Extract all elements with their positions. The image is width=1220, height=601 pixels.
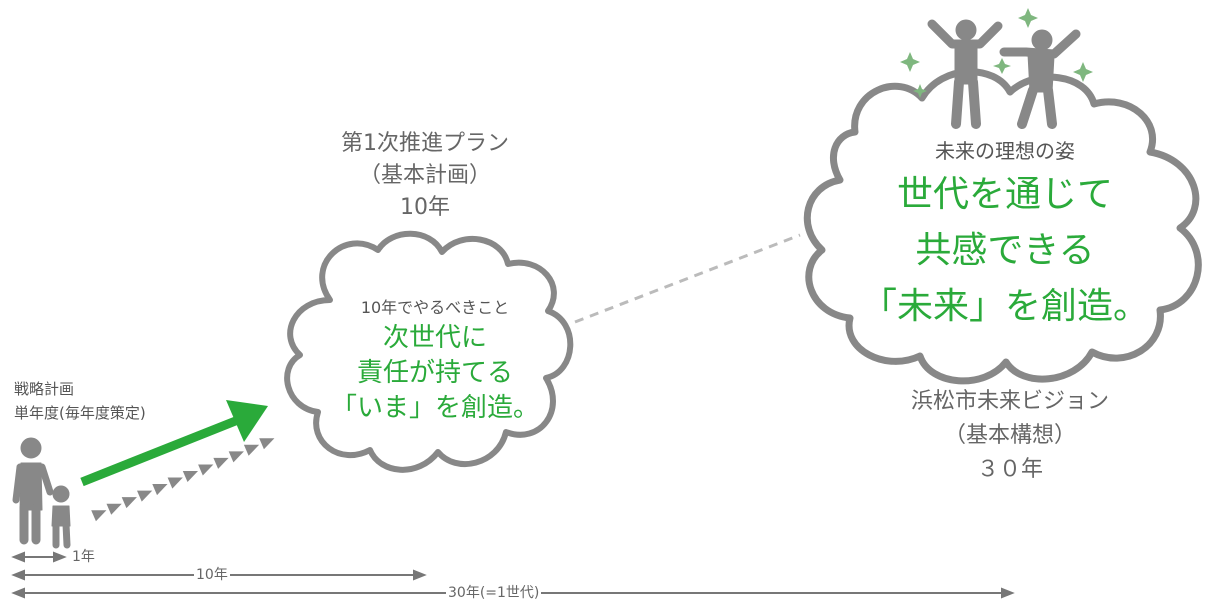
green-arrow-icon	[80, 400, 268, 487]
sparkle-icons	[900, 8, 1093, 98]
small-cloud-line-3: 「いま」を創造。	[330, 393, 539, 423]
sparkle-icon	[1018, 8, 1038, 28]
small-cloud-subtitle: 10年でやるべきこと	[360, 298, 510, 317]
arrow-step-triangle	[106, 503, 122, 515]
stepped-arrow-icon	[91, 438, 275, 522]
dashed-connector	[574, 233, 801, 324]
arrow-step-triangle	[259, 438, 275, 450]
plan-title-block: 第1次推進プラン （基本計画） 10年	[305, 128, 545, 224]
large-cloud-line-1: 世代を通じて	[896, 174, 1113, 215]
vision-duration: ３０年	[976, 457, 1043, 482]
parent-child-icon	[12, 437, 71, 549]
timeline-label-1-year: 1年	[70, 549, 97, 565]
vision-type: （基本構想）	[943, 423, 1076, 448]
large-cloud-line-2: 共感できる	[915, 230, 1095, 271]
strategy-label: 戦略計画 単年度(毎年度策定)	[14, 377, 146, 425]
plan-duration: 10年	[400, 195, 450, 220]
arrow-step-triangle	[91, 510, 107, 522]
small-cloud-text: 10年でやるべきこと 次世代に 責任が持てる 「いま」を創造。	[310, 295, 560, 426]
arrow-step-triangle	[228, 451, 244, 463]
plan-type: （基本計画）	[358, 163, 491, 188]
arrow-step-triangle	[167, 477, 183, 489]
small-cloud-line-1: 次世代に	[382, 323, 487, 353]
sparkle-icon	[1073, 62, 1093, 82]
arrow-step-triangle	[198, 464, 214, 476]
large-cloud-text: 未来の理想の姿 世代を通じて 共感できる 「未来」を創造。	[840, 135, 1170, 335]
sparkle-icon	[913, 84, 927, 98]
plan-name: 第1次推進プラン	[341, 131, 509, 156]
arrow-step-triangle	[137, 490, 153, 502]
celebrating-people-icon	[927, 19, 1081, 129]
arrow-step-triangle	[182, 470, 199, 482]
sparkle-icon	[993, 58, 1011, 74]
small-cloud	[284, 230, 574, 473]
large-cloud	[803, 68, 1202, 385]
sparkle-icon	[900, 52, 920, 72]
large-cloud-subtitle: 未来の理想の姿	[935, 139, 1075, 163]
vision-title-block: 浜松市未来ビジョン （基本構想） ３０年	[880, 385, 1140, 487]
arrow-step-triangle	[243, 444, 260, 456]
arrow-step-triangle	[213, 457, 229, 469]
timeline-label-10-years: 10年	[194, 567, 230, 583]
large-cloud-line-3: 「未来」を創造。	[860, 286, 1149, 327]
strategy-frequency: 単年度(毎年度策定)	[14, 404, 146, 422]
arrow-step-triangle	[121, 497, 137, 509]
strategy-name: 戦略計画	[14, 380, 75, 398]
vision-name: 浜松市未来ビジョン	[910, 389, 1109, 414]
timeline-label-30-years: 30年(=1世代)	[446, 585, 542, 601]
arrow-step-triangle	[152, 484, 168, 496]
small-cloud-line-2: 責任が持てる	[356, 358, 513, 388]
